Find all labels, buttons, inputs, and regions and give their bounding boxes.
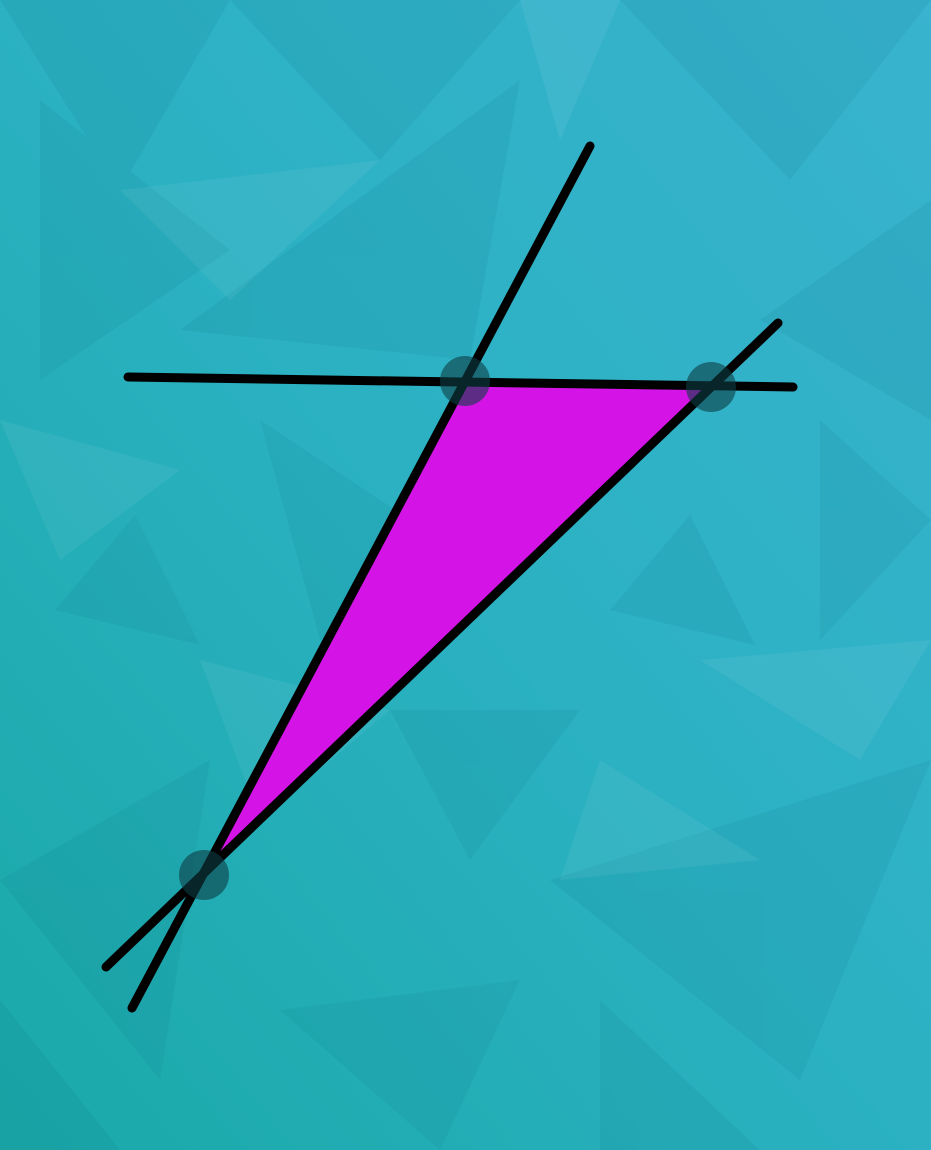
intersection-top-right[interactable]	[686, 362, 736, 412]
intersection-top-left[interactable]	[440, 356, 490, 406]
intersection-bottom[interactable]	[179, 850, 229, 900]
